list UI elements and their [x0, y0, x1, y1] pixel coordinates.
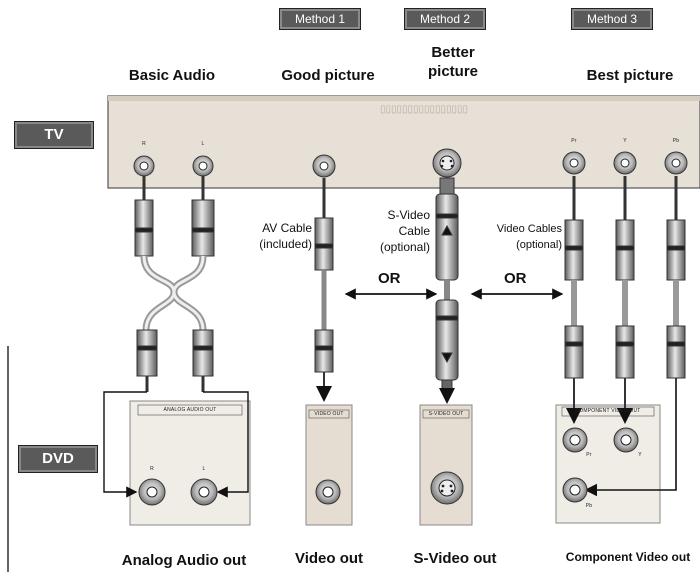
tv-tag: TV: [14, 121, 94, 149]
method-1-tag: Method 1: [279, 8, 361, 30]
dvd-component-panel: [555, 404, 661, 524]
or-label-2: OR: [504, 270, 527, 287]
analog-audio-out-label: Analog Audio out: [121, 552, 247, 569]
svideo-cable-label-line2: Cable: [398, 224, 430, 238]
dvd-pb-label: Pb: [585, 503, 593, 509]
tv-pr-label: Pr: [571, 138, 577, 144]
svg-text:▯▯▯▯▯▯▯▯▯▯▯▯▯▯▯▯: ▯▯▯▯▯▯▯▯▯▯▯▯▯▯▯▯: [380, 104, 468, 115]
video-cables-label-line1: Video Cables: [496, 223, 562, 235]
svideo-panel-label: S-VIDEO OUT: [428, 411, 464, 417]
better-picture-heading-line1: Better: [431, 44, 475, 61]
av-cable: [314, 178, 334, 402]
av-cable-label-line2: (included): [259, 237, 312, 251]
dvd-svideo-panel: [419, 404, 473, 526]
svideo-out-label: S-Video out: [413, 550, 497, 567]
method-3-tag: Method 3: [571, 8, 653, 30]
svideo-cable-label-line1: S-Video: [387, 208, 430, 222]
dvd-video-panel: [305, 404, 353, 526]
tv-audio-l-label: L: [201, 141, 205, 147]
svideo-cable: [435, 177, 459, 404]
video-out-label: Video out: [294, 550, 364, 567]
tv-audio-r-label: R: [142, 141, 146, 147]
dvd-pr-label: Pr: [586, 452, 592, 458]
better-picture-heading-line2: picture: [427, 63, 478, 80]
audio-cable: [134, 176, 215, 392]
tv-jacks: [133, 148, 688, 178]
component-video-out-label: Component Video out: [565, 550, 691, 564]
dvd-y-label: Y: [638, 452, 642, 458]
good-picture-heading: Good picture: [281, 67, 375, 84]
av-cable-label-line1: AV Cable: [262, 221, 312, 235]
audio-arrows: [103, 391, 249, 498]
basic-audio-heading: Basic Audio: [128, 67, 216, 84]
dvd-audio-l-label: L: [202, 466, 206, 472]
dvd-tag: DVD: [18, 445, 98, 473]
dvd-audio-r-label: R: [150, 466, 154, 472]
component-cables: [564, 176, 686, 497]
video-panel-label: VIDEO OUT: [314, 411, 344, 417]
analog-panel-label: ANALOG AUDIO OUT: [163, 407, 217, 413]
video-cables-label-line2: (optional): [516, 239, 562, 251]
tv-y-label: Y: [623, 138, 627, 144]
best-picture-heading: Best picture: [586, 67, 674, 84]
dvd-analog-panel: [129, 400, 251, 526]
method-2-tag: Method 2: [404, 8, 486, 30]
or-label-1: OR: [378, 270, 401, 287]
component-panel-label: COMPONENT VIDEO OUT: [575, 408, 641, 414]
dvd-jacks: [138, 427, 639, 506]
tv-pb-label: Pb: [672, 138, 680, 144]
svideo-cable-label-line3: (optional): [379, 240, 430, 254]
